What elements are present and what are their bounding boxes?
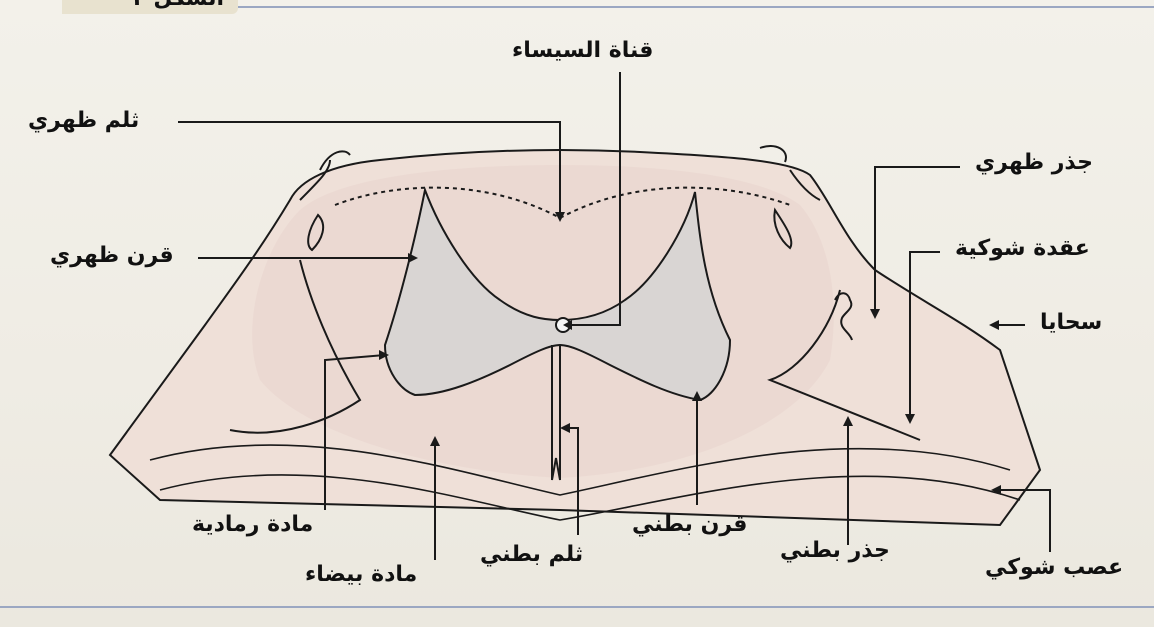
label-dorsal-horn: قرن ظهري [50, 243, 174, 268]
label-white-matter: مادة بيضاء [305, 562, 417, 587]
label-spinal-ganglion: عقدة شوكية [955, 236, 1090, 261]
label-gray-matter: مادة رمادية [192, 512, 313, 537]
label-dorsal-fissure: ثلم ظهري [28, 108, 139, 133]
label-ventral-horn: قرن بطني [632, 512, 747, 537]
label-dorsal-root: جذر ظهري [975, 150, 1093, 175]
label-meninges: سحايا [1040, 310, 1102, 335]
label-ventral-root: جذر بطني [780, 538, 890, 563]
label-central-canal: قناة السيساء [512, 38, 653, 63]
label-ventral-fissure: ثلم بطني [480, 542, 583, 567]
label-spinal-nerve: عصب شوكي [985, 555, 1123, 580]
